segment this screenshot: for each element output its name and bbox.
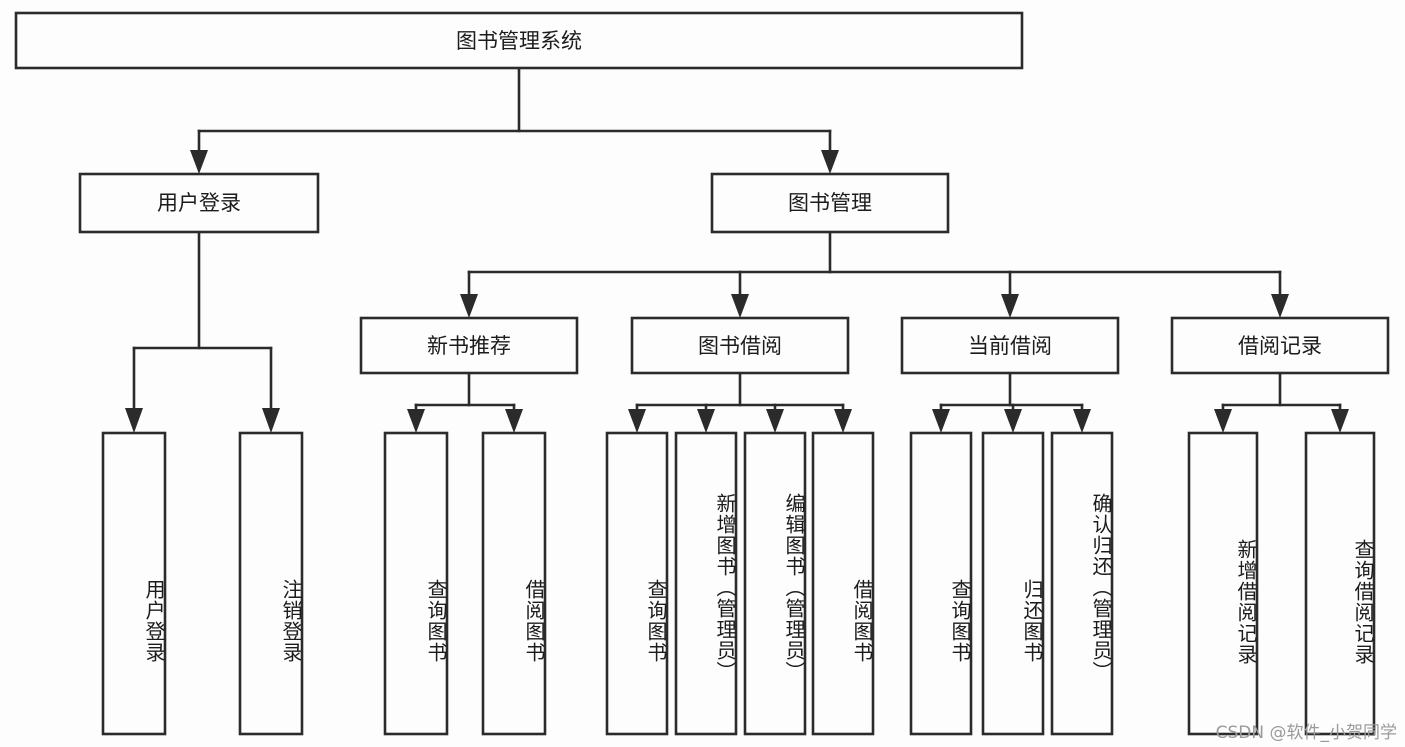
node-leaf-bb-query[interactable] [605, 431, 669, 736]
csdn-watermark: CSDN @软件_小贺同学 [1215, 723, 1397, 743]
arrow-head-leaf-cb-query [932, 409, 950, 433]
node-book-manage[interactable] [710, 172, 950, 234]
arrow-head-leaf-rec-query [407, 409, 425, 433]
arrow-head-leaf-br-query [1331, 409, 1349, 433]
node-book-borrow[interactable] [630, 316, 850, 375]
arrow-head-leaf-bb-borrow [834, 409, 852, 433]
node-leaf-cb-return[interactable] [981, 431, 1045, 736]
node-leaf-br-query[interactable] [1304, 431, 1376, 736]
arrow-head-leaf-br-add [1214, 409, 1232, 433]
arrow-head-leaf-bb-add [697, 409, 715, 433]
node-leaf-bb-borrow[interactable] [811, 431, 875, 736]
node-borrow-record-label: 借阅记录 [1238, 334, 1322, 358]
node-current-borrow-label: 当前借阅 [968, 334, 1052, 358]
node-layer: 图书管理系统 用户登录 图书管理 新书推荐 图书借阅 当前借阅 借阅记录 [14, 11, 1390, 736]
arrow-head-borrow-record [1271, 294, 1289, 318]
node-borrow-record[interactable] [1170, 316, 1390, 375]
node-new-book-rec[interactable] [359, 316, 579, 375]
node-user-login-label: 用户登录 [157, 191, 241, 215]
node-root[interactable] [14, 11, 1024, 70]
arrow-head-leaf-cb-confirm [1073, 409, 1091, 433]
node-new-book-rec-label: 新书推荐 [427, 334, 511, 358]
arrow-head-user-login [190, 150, 208, 174]
arrow-head-leaf-rec-borrow [505, 409, 523, 433]
arrow-head-leaf-bb-query [628, 409, 646, 433]
node-leaf-cb-confirm[interactable] [1050, 431, 1114, 736]
node-leaf-logout[interactable] [238, 431, 304, 736]
node-leaf-cb-query[interactable] [909, 431, 973, 736]
node-user-login[interactable] [78, 172, 320, 234]
node-root-label: 图书管理系统 [456, 29, 582, 53]
node-leaf-user-login[interactable] [101, 431, 167, 736]
arrow-head-current-borrow [1001, 294, 1019, 318]
arrow-head-leaf-bb-edit [766, 409, 784, 433]
node-leaf-bb-edit[interactable] [743, 431, 807, 736]
arrow-head-book-borrow [731, 294, 749, 318]
node-leaf-bb-add[interactable] [674, 431, 738, 736]
node-leaf-rec-borrow[interactable] [481, 431, 547, 736]
node-book-borrow-label: 图书借阅 [698, 334, 782, 358]
node-book-manage-label: 图书管理 [788, 191, 872, 215]
arrow-head-book-manage [821, 150, 839, 174]
node-current-borrow[interactable] [900, 316, 1120, 375]
node-leaf-br-add[interactable] [1187, 431, 1259, 736]
arrow-head-leaf-cb-return [1004, 409, 1022, 433]
connector-layer [125, 66, 1349, 433]
node-leaf-rec-query[interactable] [383, 431, 449, 736]
arrow-head-new-book-rec [460, 294, 478, 318]
arrow-head-leaf-user-login [125, 408, 143, 433]
arrow-head-leaf-logout [262, 408, 280, 433]
